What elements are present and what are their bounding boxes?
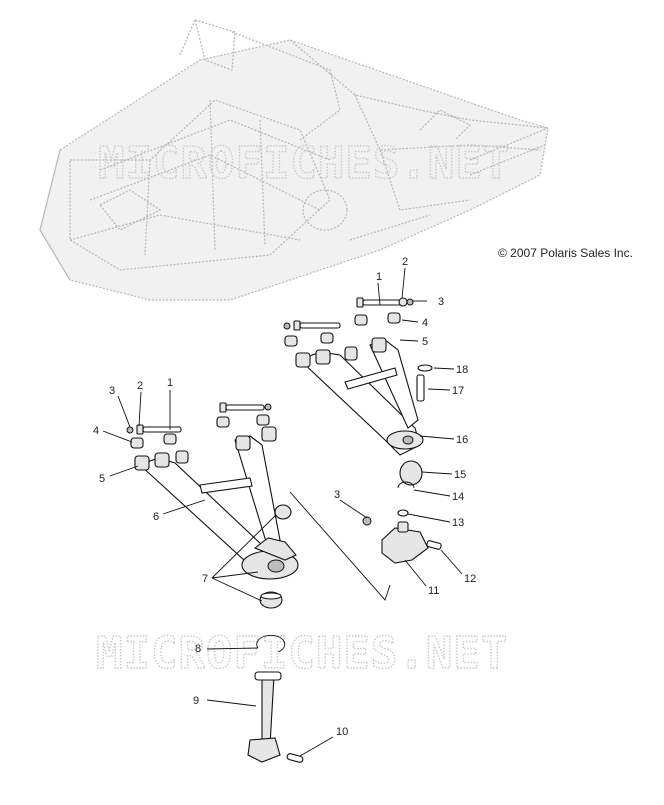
callout-3-knuckle: 3 [334, 489, 340, 501]
callout-7: 7 [202, 573, 208, 585]
callout-14: 14 [452, 491, 464, 503]
callout-2-lower: 2 [137, 380, 143, 392]
callout-1-upper: 1 [376, 271, 382, 283]
upper-pivot-bolt-right [356, 297, 414, 308]
guide-line [289, 491, 391, 601]
callout-4-lower: 4 [93, 425, 99, 437]
lower-pivot-bolt-left [126, 424, 182, 435]
callout-8: 8 [195, 643, 201, 655]
watermark-bottom: MICROFICHES.NET [96, 628, 508, 679]
callout-labels: 1 2 3 4 5 18 17 16 15 14 13 12 11 3 1 2 … [93, 256, 476, 738]
callout-11: 11 [428, 585, 439, 597]
callout-4-upper: 4 [422, 317, 428, 329]
watermark-top: MICROFICHES.NET [98, 138, 510, 189]
callout-6: 6 [153, 511, 159, 523]
callout-15: 15 [454, 469, 466, 481]
callout-2-upper: 2 [402, 256, 408, 268]
callout-5-upper: 5 [422, 336, 428, 348]
copyright-notice: © 2007 Polaris Sales Inc. [498, 246, 633, 260]
upper-a-arm-assembly [283, 297, 442, 564]
callout-16: 16 [456, 434, 468, 446]
leader-lines [102, 267, 463, 757]
callout-9: 9 [193, 695, 199, 707]
callout-10: 10 [336, 726, 348, 738]
callout-1-lower: 1 [167, 377, 173, 389]
callout-12: 12 [464, 573, 476, 585]
lower-a-arm-assembly [126, 402, 304, 763]
callout-3-lower: 3 [109, 385, 115, 397]
upper-pivot-bolt-left [283, 320, 341, 331]
callout-3-upper: 3 [438, 296, 444, 308]
lower-pivot-bolt-right [219, 402, 272, 413]
vehicle-frame [39, 19, 549, 301]
callout-18: 18 [456, 364, 468, 376]
callout-13: 13 [452, 517, 464, 529]
callout-17: 17 [452, 385, 464, 397]
callout-5-lower: 5 [99, 473, 105, 485]
